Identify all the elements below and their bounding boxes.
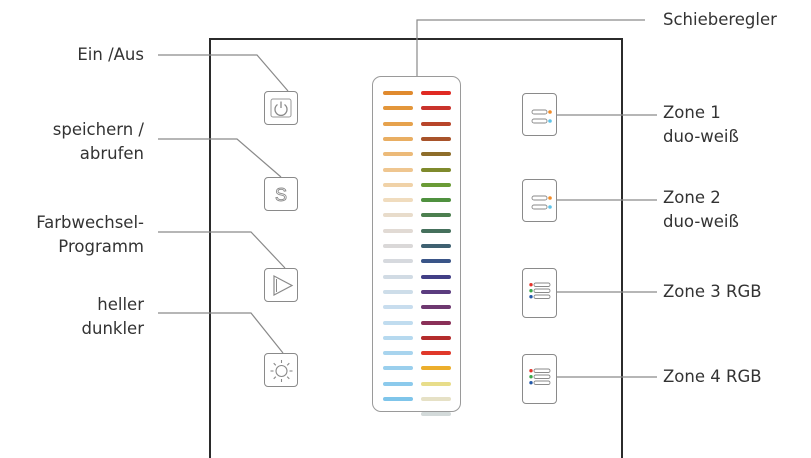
zone2-button[interactable] xyxy=(522,179,557,222)
color-program-button[interactable] xyxy=(264,268,298,302)
slider-bar-right xyxy=(421,182,451,187)
slider-bar-left xyxy=(383,152,413,157)
label-zone4: Zone 4 RGB xyxy=(663,367,762,386)
slider-bar-left xyxy=(383,381,413,386)
slider-bar-left xyxy=(383,228,413,233)
slider-bar-right xyxy=(421,366,451,371)
slider-bar-left xyxy=(383,244,413,248)
slider-bar-left xyxy=(383,213,413,218)
s-letter-icon: S xyxy=(275,185,288,206)
slider-bar-right xyxy=(421,274,451,279)
zone4-button[interactable] xyxy=(522,354,557,404)
slider-bar-right xyxy=(421,121,451,126)
label-program-1: Farbwechsel- xyxy=(36,213,144,232)
label-bright-2: dunkler xyxy=(81,319,144,338)
zone3-button[interactable] xyxy=(522,268,557,318)
label-zone1-1: Zone 1 xyxy=(663,103,721,122)
slider-bar-right xyxy=(421,213,451,218)
slider-bar-left xyxy=(383,259,413,264)
label-slider: Schieberegler xyxy=(663,10,777,29)
slider-bar-right xyxy=(421,259,451,264)
dual-white-lines-icon xyxy=(531,109,552,124)
slider-bar-right xyxy=(421,351,451,356)
label-program-2: Programm xyxy=(58,237,144,256)
slider-bar-left xyxy=(383,366,413,371)
label-zone1-2: duo-weiß xyxy=(663,127,739,146)
slider-bar-right xyxy=(421,136,451,141)
sun-icon xyxy=(270,360,293,382)
slider-bar-left xyxy=(383,274,413,279)
slider-bar-right xyxy=(421,397,451,401)
label-save-2: abrufen xyxy=(79,144,144,163)
svg-text:S: S xyxy=(275,185,287,205)
slider-bar-left xyxy=(383,106,413,111)
slider-bar-right xyxy=(421,289,451,294)
slider-bar-left xyxy=(383,351,413,356)
label-zone2-2: duo-weiß xyxy=(663,212,739,231)
slider-bar-left xyxy=(383,397,413,401)
label-save-1: speichern / xyxy=(52,120,144,139)
label-power: Ein /Aus xyxy=(77,45,144,64)
play-triangle-icon xyxy=(273,275,294,296)
slider-bar-right xyxy=(421,167,451,172)
power-button[interactable] xyxy=(264,91,298,125)
slider-bar-left xyxy=(383,182,413,187)
slider-bar-right xyxy=(421,335,451,340)
slider-bar-left xyxy=(383,91,413,95)
slider-bar-left xyxy=(383,335,413,340)
slider-bar-right xyxy=(421,106,451,111)
slider-bar-right xyxy=(421,228,451,233)
slider-bar-right xyxy=(421,381,451,386)
slider-bar-right xyxy=(421,305,451,310)
slider-bar-left xyxy=(383,320,413,325)
dual-white-lines-icon xyxy=(531,195,552,210)
slider-bar-left xyxy=(383,167,413,172)
rgb-lines-icon xyxy=(529,368,551,385)
zone1-button[interactable] xyxy=(522,93,557,136)
slider-bar-left xyxy=(383,136,413,141)
rgb-lines-icon xyxy=(529,282,551,299)
power-icon xyxy=(270,98,292,118)
slider-bar-right xyxy=(421,198,451,203)
save-recall-button[interactable]: S xyxy=(264,177,298,211)
slider-bar-right xyxy=(421,412,451,417)
slider[interactable] xyxy=(372,76,461,417)
slider-bar-left xyxy=(383,289,413,294)
slider-bar-right xyxy=(421,244,451,248)
slider-bar-right xyxy=(421,320,451,325)
slider-bar-right xyxy=(421,91,451,95)
slider-bar-right xyxy=(421,152,451,157)
brightness-button[interactable] xyxy=(264,353,298,387)
slider-bar-left xyxy=(383,121,413,126)
slider-bar-left xyxy=(383,305,413,310)
label-zone3: Zone 3 RGB xyxy=(663,282,762,301)
label-bright-1: heller xyxy=(97,295,144,314)
slider-bar-left xyxy=(383,198,413,203)
label-zone2-1: Zone 2 xyxy=(663,188,721,207)
